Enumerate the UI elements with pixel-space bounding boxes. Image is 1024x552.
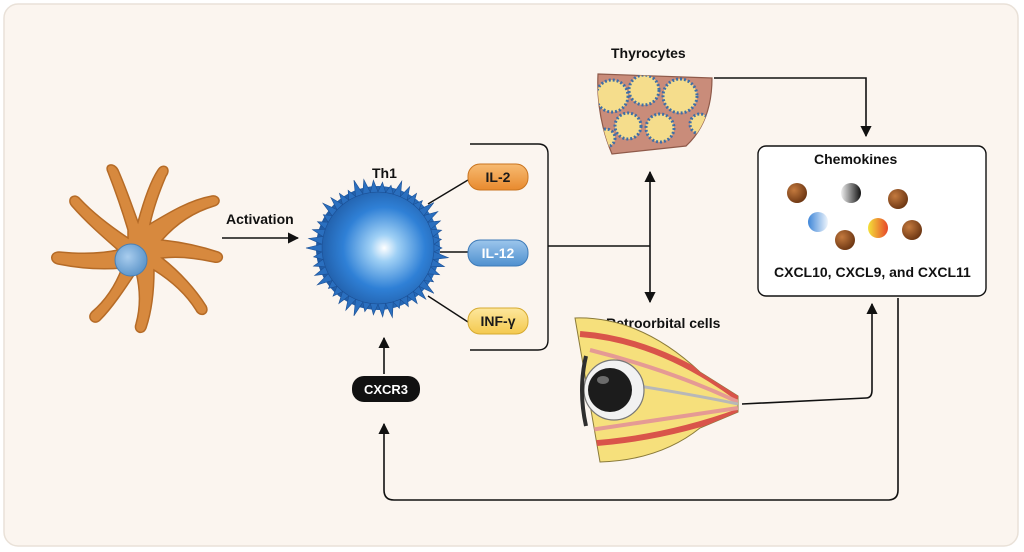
thyrocytes-label: Thyrocytes — [611, 45, 686, 61]
cytokine-infg-pill: INF-γ — [467, 307, 529, 335]
cxcr3-label: CXCR3 — [364, 382, 408, 397]
cytokine-il2-pill: IL-2 — [467, 163, 529, 191]
chemokines-to-cxcr3-arrow — [378, 298, 899, 501]
dendritic-cell-icon — [51, 164, 224, 334]
cytokine-il12-label: IL-12 — [482, 245, 515, 261]
th1-to-il2-line — [427, 179, 469, 205]
th1-to-infg-line — [427, 295, 469, 323]
thyrocytes-tissue-icon — [597, 73, 713, 155]
th1-cell-icon — [305, 178, 450, 319]
cxcr3-receptor-pill: CXCR3 — [352, 376, 420, 402]
cytokine-il2-label: IL-2 — [486, 169, 511, 185]
chemokine-dot-brown-icon — [888, 189, 908, 209]
chemokine-dot-yellow-icon — [868, 218, 888, 238]
retroorbital-to-chemokines-arrow — [741, 302, 878, 405]
activation-label: Activation — [226, 211, 294, 227]
retroorbital-label: Retroorbital cells — [606, 315, 721, 331]
cytokine-il12-pill: IL-12 — [467, 239, 529, 267]
thyrocytes-to-chemokines-arrow — [714, 77, 872, 138]
cytokine-infg-label: INF-γ — [481, 313, 516, 329]
dendritic-nucleus-icon — [114, 243, 148, 277]
chemokine-dot-gray-icon — [841, 183, 861, 203]
cytokine-bracket — [470, 143, 549, 351]
background-panel — [3, 3, 1019, 547]
chemokine-names-label: CXCL10, CXCL9, and CXCL11 — [774, 264, 971, 280]
chemokine-dot-brown-icon — [787, 183, 807, 203]
chemokine-dot-blue-icon — [808, 212, 828, 232]
retroorbital-eye-icon — [574, 317, 739, 463]
th1-label: Th1 — [372, 165, 397, 181]
chemokines-title: Chemokines — [814, 151, 897, 167]
chemokine-dot-brown-icon — [902, 220, 922, 240]
chemokine-dot-brown-icon — [835, 230, 855, 250]
chemokines-box: Chemokines CXCL10, CXCL9, and CXCL11 — [757, 145, 987, 297]
